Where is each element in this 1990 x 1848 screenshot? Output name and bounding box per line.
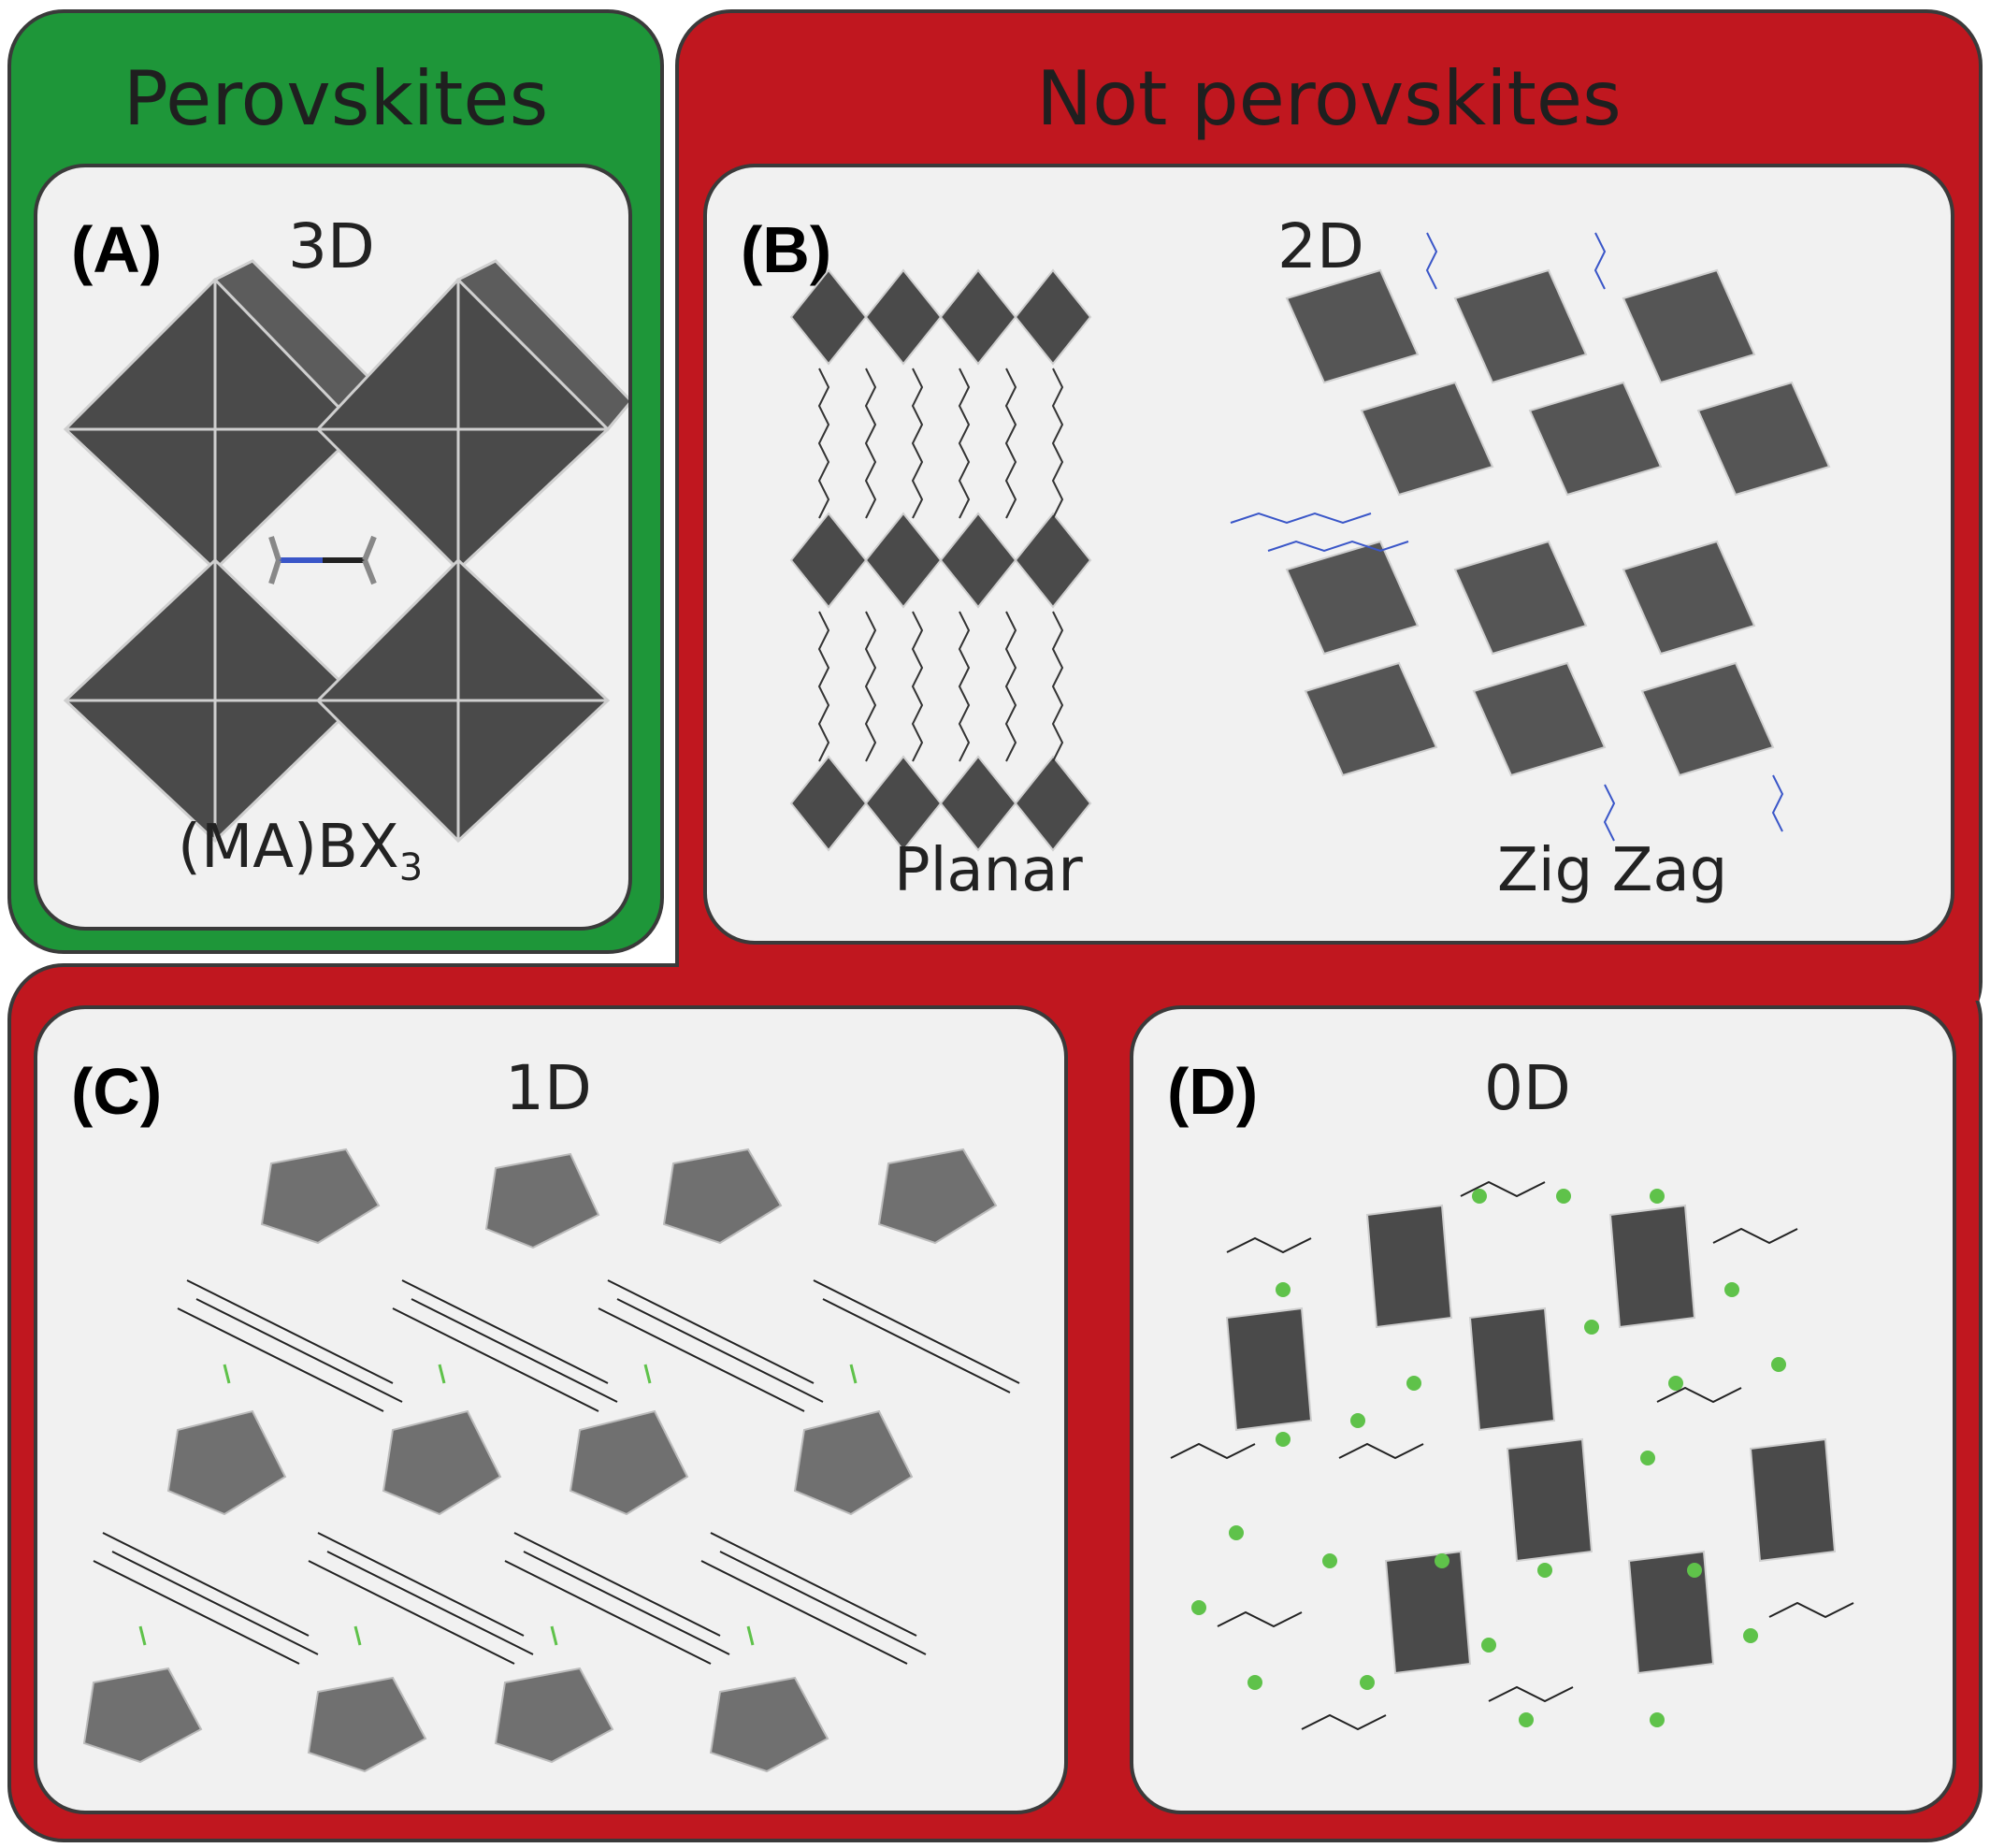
panel-b-structures <box>789 232 1831 852</box>
panel-b-label: (B) <box>741 213 832 286</box>
panel-d-structure <box>1170 1180 1854 1731</box>
halide-ions <box>1191 1189 1786 1727</box>
panel-a-dimension: 3D <box>288 210 375 282</box>
formula-main: (MA)BX <box>178 813 399 882</box>
red-group-join <box>679 935 1979 1001</box>
zigzag-organic-chains <box>1230 232 1784 842</box>
panel-d-0d: (D) 0D <box>1130 1005 1956 1814</box>
planar-organic-chains <box>817 368 1064 762</box>
panel-c-dimension: 1D <box>505 1052 592 1124</box>
formula-subscript: 3 <box>398 845 424 889</box>
not-perovskites-title: Not perovskites <box>1036 55 1622 142</box>
panel-a-formula: (MA)BX3 <box>178 813 423 889</box>
planar-caption: Planar <box>894 836 1083 905</box>
halide-ions <box>138 1364 858 1646</box>
isolated-octahedra <box>1225 1204 1837 1675</box>
zigzag-caption: Zig Zag <box>1497 836 1728 905</box>
panel-d-dimension: 0D <box>1484 1052 1571 1124</box>
panel-b-dimension: 2D <box>1277 210 1364 282</box>
isolated-octahedra <box>82 1148 998 1773</box>
perovskites-title: Perovskites <box>123 55 549 142</box>
panel-b-2d: (B) 2D <box>703 164 1954 945</box>
panel-a-label: (A) <box>71 213 163 286</box>
panel-c-1d: (C) 1D <box>34 1005 1068 1814</box>
panel-c-label: (C) <box>71 1055 163 1128</box>
panel-c-structure <box>82 1148 1020 1773</box>
panel-a-3d: (A) 3D (MA)BX3 <box>34 164 632 931</box>
organic-stacks <box>93 1279 1020 1665</box>
planar-structure <box>789 268 1092 852</box>
methylammonium-molecule <box>268 535 377 585</box>
organic-cations <box>1170 1180 1854 1731</box>
panel-a-structure <box>63 259 628 844</box>
panel-d-label: (D) <box>1167 1055 1259 1128</box>
zigzag-structure <box>1285 268 1831 777</box>
